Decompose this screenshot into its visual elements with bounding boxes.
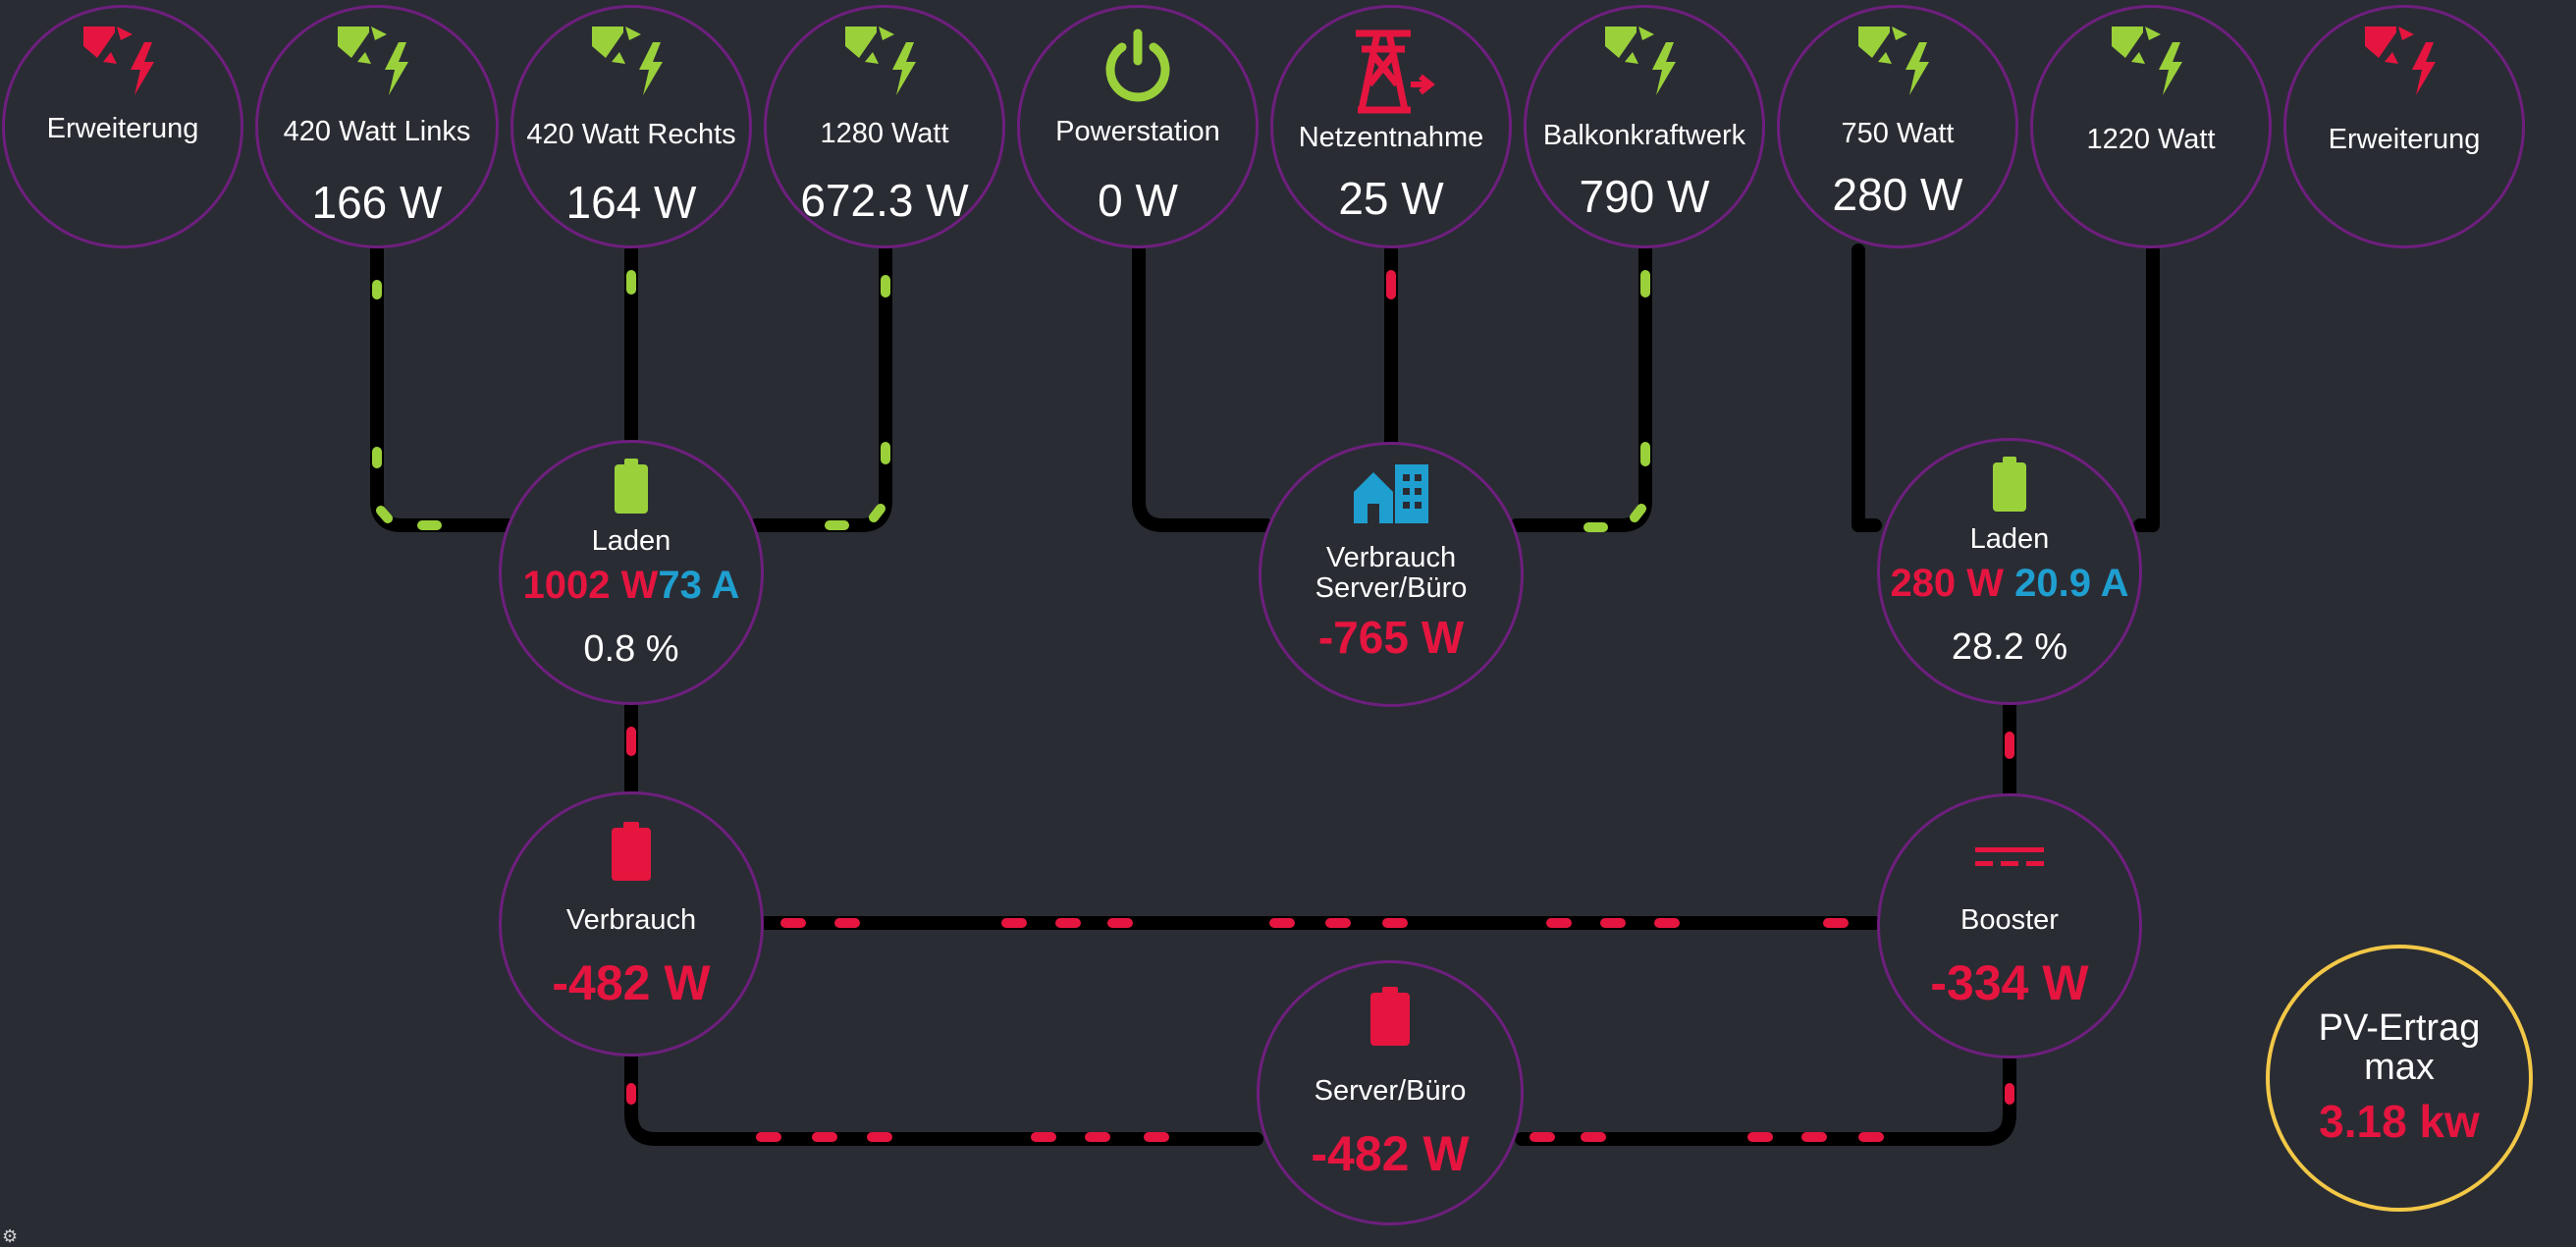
source-label: 420 Watt Links [283, 116, 471, 147]
source-label: Balkonkraftwerk [1542, 120, 1746, 151]
source-label: Erweiterung [2328, 124, 2481, 155]
consumption-center-node[interactable]: Verbrauch Server/Büro -765 W [1259, 442, 1524, 707]
battery-left-node[interactable]: Laden 1002 W73 A 0.8 % [499, 440, 764, 705]
solar-panel-lightning-icon [845, 27, 916, 95]
source-power-value: 0 W [1098, 175, 1178, 226]
node-value: -482 W [1311, 1126, 1470, 1181]
battery-current: 20.9 A [2014, 562, 2129, 605]
transmission-tower-icon [1356, 29, 1435, 114]
source-420-rechts[interactable]: 420 Watt Rechts 164 W [510, 5, 752, 248]
settings-gear-icon[interactable]: ⚙ [2, 1226, 19, 1246]
battery-power: 280 W [1890, 562, 2005, 605]
verbrauch-left-node[interactable]: Verbrauch -482 W [499, 791, 764, 1057]
source-label: Netzentnahme [1298, 122, 1484, 153]
node-value: -334 W [1930, 955, 2089, 1010]
power-icon [1105, 28, 1170, 102]
source-power-value: 790 W [1579, 171, 1710, 222]
dc-symbol-icon [1975, 847, 2044, 866]
source-label: 1280 Watt [820, 118, 949, 149]
battery-icon [1993, 457, 2026, 512]
battery-icon [612, 822, 651, 881]
solar-panel-lightning-icon [83, 27, 154, 95]
server-buero-node[interactable]: Server/Büro -482 W [1257, 960, 1524, 1225]
pv-label-line2: max [2364, 1047, 2435, 1088]
source-label: Powerstation [1055, 116, 1220, 147]
solar-panel-lightning-icon [1605, 27, 1676, 95]
solar-panel-lightning-icon [1858, 27, 1929, 95]
source-power-value: 280 W [1832, 169, 1963, 220]
source-label: Erweiterung [46, 113, 199, 144]
source-750-watt[interactable]: 750 Watt 280 W [1777, 5, 2018, 248]
pv-max-value: 3.18 kw [2319, 1096, 2480, 1147]
source-1280-watt[interactable]: 1280 Watt 672.3 W [764, 5, 1005, 248]
consumption-value: -765 W [1317, 612, 1465, 663]
home-building-icon [1354, 464, 1428, 523]
solar-panel-lightning-icon [592, 27, 663, 95]
booster-node[interactable]: Booster -334 W [1877, 793, 2142, 1058]
battery-status-label: Laden [591, 525, 671, 557]
battery-soc: 0.8 % [583, 628, 679, 670]
pv-ertrag-max-badge[interactable]: PV-Ertrag max 3.18 kw [2266, 945, 2533, 1212]
battery-power-current-row: 280 W 20.9 A [1880, 561, 2139, 606]
battery-right-node[interactable]: Laden 280 W 20.9 A 28.2 % [1877, 438, 2142, 705]
consumption-label-line2: Server/Büro [1315, 572, 1468, 604]
source-power-value: 164 W [565, 177, 697, 228]
consumption-label-line1: Verbrauch [1325, 542, 1457, 573]
battery-status-label: Laden [1969, 523, 2050, 555]
source-power-value: 25 W [1338, 173, 1444, 224]
source-netzentnahme[interactable]: Netzentnahme 25 W [1270, 5, 1512, 248]
solar-panel-lightning-icon [2112, 27, 2182, 95]
source-label: 1220 Watt [2086, 124, 2216, 155]
battery-icon [1370, 987, 1410, 1046]
solar-panel-lightning-icon [338, 27, 408, 95]
node-value: -482 W [552, 955, 711, 1010]
source-1220-watt[interactable]: 1220 Watt [2030, 5, 2272, 248]
source-balkonkraftwerk[interactable]: Balkonkraftwerk 790 W [1524, 5, 1765, 248]
node-label: Verbrauch [565, 904, 697, 936]
source-label: 750 Watt [1841, 118, 1955, 149]
source-erweiterung-right[interactable]: Erweiterung [2283, 5, 2525, 248]
battery-current: 73 A [658, 564, 740, 607]
solar-panel-lightning-icon [2365, 27, 2436, 95]
node-label: Booster [1960, 904, 2059, 936]
pv-label-line1: PV-Ertrag [2318, 1007, 2481, 1049]
node-label: Server/Büro [1314, 1075, 1467, 1107]
battery-soc: 28.2 % [1951, 626, 2068, 668]
source-label: 420 Watt Rechts [526, 119, 736, 150]
source-power-value: 672.3 W [800, 175, 969, 226]
source-powerstation[interactable]: Powerstation 0 W [1017, 5, 1259, 248]
source-erweiterung-left[interactable]: Erweiterung [2, 5, 243, 248]
battery-power: 1002 W [522, 564, 659, 607]
battery-icon [615, 459, 648, 514]
battery-power-current-row: 1002 W73 A [502, 563, 761, 608]
source-power-value: 166 W [311, 177, 443, 228]
source-420-links[interactable]: 420 Watt Links 166 W [255, 5, 499, 248]
